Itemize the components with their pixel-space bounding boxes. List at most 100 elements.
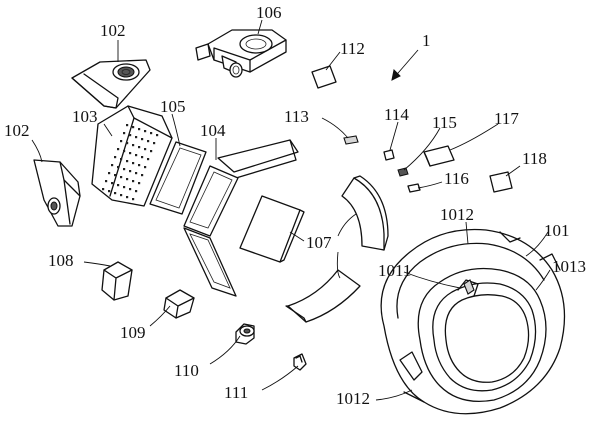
part-104-frame (183, 139, 299, 297)
mesh-hole (123, 132, 126, 135)
mesh-hole (114, 174, 117, 177)
mesh-hole (123, 186, 126, 189)
mesh-hole (144, 166, 147, 169)
label-1013: 1013 (552, 257, 586, 276)
mesh-hole (150, 132, 153, 135)
part-106-camera-module (195, 29, 287, 78)
label-102-top: 102 (100, 21, 126, 40)
leader-lines (31, 19, 551, 401)
mesh-hole (132, 180, 135, 183)
part-111-small-part (293, 353, 307, 371)
mesh-hole (144, 130, 147, 133)
label-115: 115 (432, 113, 457, 132)
mesh-hole (129, 170, 132, 173)
part-114-tiny-part (383, 149, 395, 161)
part-110-cylinder (235, 323, 255, 345)
mesh-hole (126, 178, 129, 181)
mesh-hole (114, 156, 117, 159)
mesh-hole (138, 128, 141, 131)
label-118: 118 (522, 149, 547, 168)
part-112-chip (311, 65, 337, 89)
mesh-hole (108, 190, 111, 193)
label-1012-bottom: 1012 (336, 389, 370, 408)
label-111: 111 (224, 383, 248, 402)
mesh-hole (150, 150, 153, 153)
part-102-upper-cover (71, 59, 151, 109)
part-116-tiny-part (407, 183, 421, 193)
mesh-hole (132, 198, 135, 201)
mesh-hole (132, 162, 135, 165)
mesh-hole (117, 166, 120, 169)
mesh-hole (141, 156, 144, 159)
label-108: 108 (48, 251, 74, 270)
mesh-hole (120, 158, 123, 161)
mesh-hole (147, 140, 150, 143)
label-106: 106 (256, 3, 282, 22)
mesh-hole (120, 194, 123, 197)
mesh-hole (120, 140, 123, 143)
mesh-hole (138, 164, 141, 167)
mesh-hole (132, 144, 135, 147)
mesh-hole (111, 182, 114, 185)
mesh-hole (114, 192, 117, 195)
part-105-plate (149, 141, 207, 215)
label-assembly-1: 1 (422, 31, 431, 50)
label-101: 101 (544, 221, 570, 240)
label-117: 117 (494, 109, 519, 128)
mesh-hole (135, 136, 138, 139)
label-112: 112 (340, 39, 365, 58)
mesh-hole (135, 172, 138, 175)
part-113-chip (343, 135, 359, 145)
part-109-block (163, 289, 195, 319)
part-103-speaker-housing (91, 105, 173, 207)
mesh-hole (108, 172, 111, 175)
part-118-square (489, 171, 513, 193)
mesh-hole (138, 146, 141, 149)
mesh-hole (156, 134, 159, 137)
label-116: 116 (444, 169, 469, 188)
speaker-mesh (102, 124, 159, 201)
mesh-hole (141, 174, 144, 177)
label-1011: 1011 (378, 261, 411, 280)
label-109: 109 (120, 323, 146, 342)
part-102-side-cover (33, 159, 81, 227)
label-110: 110 (174, 361, 199, 380)
label-107: 107 (306, 233, 332, 252)
mesh-hole (123, 168, 126, 171)
label-1012-top: 1012 (440, 205, 474, 224)
part-108-block (101, 261, 133, 301)
mesh-hole (132, 126, 135, 129)
label-104: 104 (200, 121, 226, 140)
mesh-hole (129, 134, 132, 137)
part-101-ring-housing (380, 228, 566, 415)
mesh-hole (126, 196, 129, 199)
part-107-pads (239, 175, 389, 323)
part-labels: 1 102 102 103 105 104 106 107 108 109 11… (4, 3, 586, 408)
mesh-hole (117, 184, 120, 187)
mesh-hole (120, 176, 123, 179)
assembly-arrow (391, 49, 419, 81)
label-102-side: 102 (4, 121, 30, 140)
mesh-hole (144, 148, 147, 151)
mesh-hole (102, 188, 105, 191)
mesh-hole (138, 182, 141, 185)
mesh-hole (129, 152, 132, 155)
label-105: 105 (160, 97, 186, 116)
mesh-hole (126, 124, 129, 127)
mesh-hole (117, 148, 120, 151)
mesh-hole (123, 150, 126, 153)
label-103: 103 (72, 107, 98, 126)
mesh-hole (111, 164, 114, 167)
mesh-hole (147, 158, 150, 161)
mesh-hole (135, 154, 138, 157)
mesh-hole (141, 138, 144, 141)
mesh-hole (105, 180, 108, 183)
mesh-hole (153, 142, 156, 145)
label-114: 114 (384, 105, 409, 124)
mesh-hole (126, 160, 129, 163)
mesh-hole (135, 190, 138, 193)
label-113: 113 (284, 107, 309, 126)
mesh-hole (129, 188, 132, 191)
mesh-hole (126, 142, 129, 145)
